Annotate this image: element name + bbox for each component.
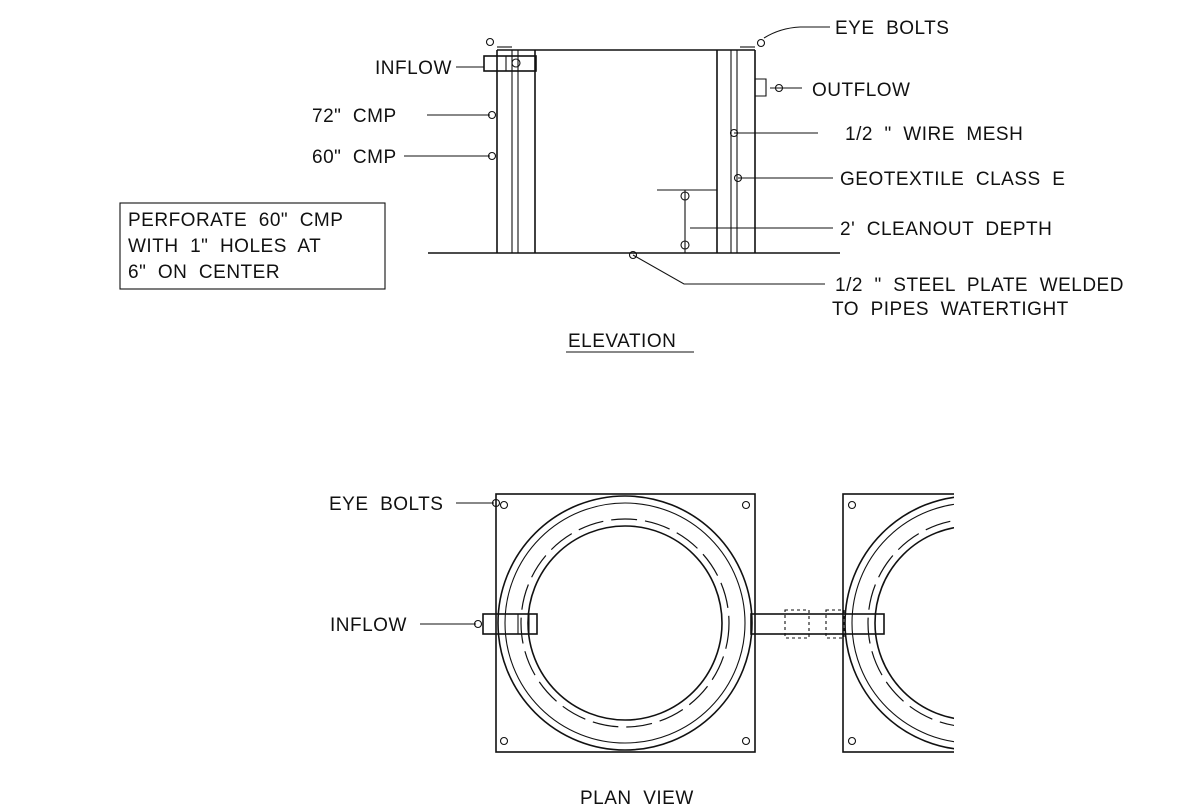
eye-bolts-label: EYE BOLTS <box>835 18 949 39</box>
wire-mesh-label: 1/2 " WIRE MESH <box>845 124 1023 145</box>
cleanout-label: 2' CLEANOUT DEPTH <box>840 219 1052 240</box>
adjacent-unit <box>842 493 954 753</box>
perforation-note: PERFORATE 60" CMP WITH 1" HOLES AT 6" ON… <box>119 202 386 290</box>
eye-bolt-icon <box>485 37 495 47</box>
elevation-view: INFLOW 72" CMP 60" CMP EYE BOLTS OUTFLOW… <box>119 18 1124 353</box>
outer-ring <box>497 495 753 751</box>
steel-plate-label-1: 1/2 " STEEL PLATE WELDED <box>835 275 1124 296</box>
elevation-title: ELEVATION <box>568 331 676 352</box>
steel-plate-leader <box>632 254 825 285</box>
note-box <box>119 202 386 290</box>
connector-pipe <box>750 613 885 635</box>
plan-view-title: PLAN VIEW <box>580 788 694 808</box>
plan-inflow-label: INFLOW <box>330 615 407 636</box>
outflow-pipe <box>755 78 767 97</box>
outflow-label: OUTFLOW <box>812 80 911 101</box>
note-line-3: 6" ON CENTER <box>128 262 280 283</box>
eye-bolt-icon <box>847 736 857 746</box>
geotextile-label: GEOTEXTILE CLASS E <box>840 169 1065 190</box>
eye-bolt-icon <box>756 38 766 48</box>
note-line-1: PERFORATE 60" CMP <box>128 210 343 231</box>
plan-view: EYE BOLTS INFLOW PLAN VIEW <box>329 493 954 808</box>
cmp72-label: 72" CMP <box>312 106 397 127</box>
eye-bolt-icon <box>847 500 857 510</box>
eye-bolt-icon <box>499 500 509 510</box>
eye-bolt-icon <box>741 736 751 746</box>
plan-eye-bolts-label: EYE BOLTS <box>329 494 443 515</box>
cmp60-label: 60" CMP <box>312 147 397 168</box>
inner-ring <box>527 525 723 721</box>
steel-plate-label-2: TO PIPES WATERTIGHT <box>832 299 1069 320</box>
plate-square <box>495 493 756 753</box>
inflow-pipe <box>483 55 537 72</box>
note-line-2: WITH 1" HOLES AT <box>128 236 321 257</box>
eye-bolt-icon <box>741 500 751 510</box>
plan-inflow-pipe <box>482 613 538 635</box>
inflow-label: INFLOW <box>375 58 452 79</box>
eye-bolt-icon <box>499 736 509 746</box>
